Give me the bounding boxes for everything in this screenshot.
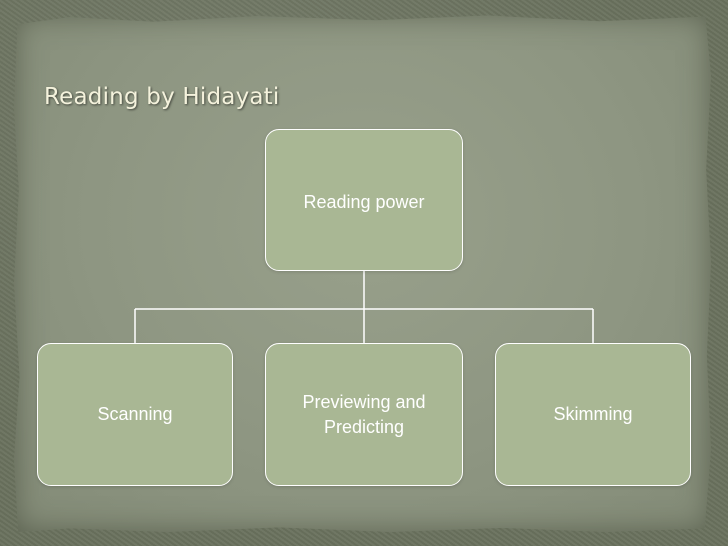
node-label: Skimming: [553, 404, 633, 424]
node-label: Previewing and Predicting: [302, 391, 426, 437]
node-reading-power: Reading power: [265, 129, 463, 271]
node-skimming: Skimming: [495, 343, 691, 486]
node-scanning: Scanning: [37, 343, 233, 486]
slide-title: Reading by Hidayati: [44, 84, 280, 110]
node-label: Reading power: [303, 192, 425, 212]
node-previewing-and-predicting: Previewing and Predicting: [265, 343, 463, 486]
node-label: Scanning: [97, 404, 173, 424]
